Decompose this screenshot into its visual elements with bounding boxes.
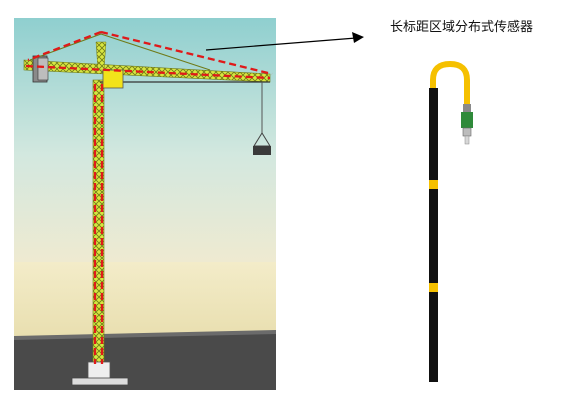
tower-crane-icon: [23, 33, 271, 386]
crane-scene: [14, 18, 364, 390]
callout-arrow-icon: [205, 32, 364, 51]
fiber-connector-icon: [461, 104, 473, 145]
floor-edge: [14, 330, 276, 340]
sensor-joint-2: [429, 283, 438, 292]
crane-tie-rear: [29, 33, 102, 61]
sensor-line-rear-tie: [27, 30, 102, 62]
crane-counterweight-2: [37, 57, 49, 81]
sensor-joint-1: [429, 180, 438, 189]
sensor-annotation-label: 长标距区域分布式传感器: [390, 20, 534, 35]
fiber-cable: [430, 60, 470, 109]
sensor-segment-2: [429, 189, 438, 283]
crane-tie-front: [100, 33, 211, 71]
ground-background: [14, 262, 276, 336]
sensor-segment-1: [429, 88, 438, 180]
sensor-line-jib: [25, 64, 271, 80]
sensor-lines: [25, 30, 273, 364]
crane-base-plate: [71, 377, 129, 386]
crane-apex: [95, 41, 107, 71]
fiber-sensor-icon: [429, 60, 473, 382]
floor-slab: [14, 332, 276, 390]
suspended-load: [253, 146, 271, 155]
sky-background: [14, 18, 276, 268]
crane-cabin: [102, 69, 124, 89]
sensor-line-front-tie: [100, 30, 273, 76]
sensor-segment-3: [429, 292, 438, 382]
